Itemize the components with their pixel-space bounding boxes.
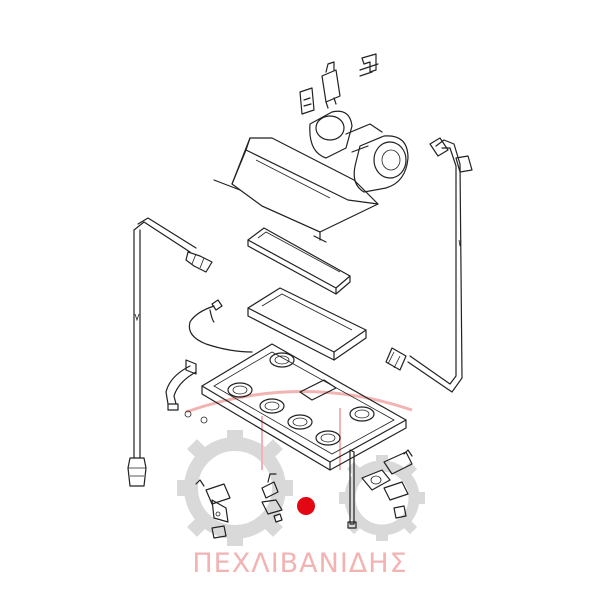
watermark-text: ΠΕΧΛΙΒΑΝΙΔΗΣ [192, 548, 407, 579]
grill-hood [213, 137, 379, 243]
burner-holes [227, 352, 375, 446]
watermark-arc [185, 390, 413, 414]
location-marker[interactable] [297, 497, 315, 515]
watermark-logo: ΠΕΧΛΙΒΑΝΙΔΗΣ [177, 390, 425, 579]
watermark-gear-left [177, 430, 293, 546]
upper-plate [247, 227, 351, 295]
cooktop-tray [201, 343, 407, 471]
small-parts [195, 449, 413, 539]
burner-tube [309, 110, 409, 193]
elbow-pipe [165, 359, 208, 424]
lower-plate [247, 287, 367, 361]
gas-pipe-left [127, 217, 213, 487]
ignition-wire [188, 299, 253, 353]
terminal-brackets [299, 53, 379, 115]
gas-pipe-right [385, 137, 473, 393]
